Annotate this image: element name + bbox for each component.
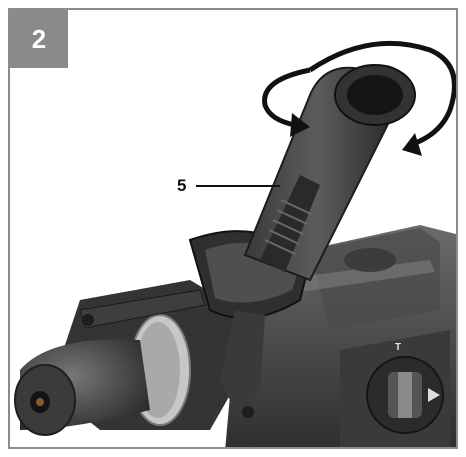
auxiliary-handle: [243, 64, 416, 282]
switch-marking: T: [395, 342, 401, 353]
depth-stop-rod: [79, 289, 206, 329]
drill-chuck: [14, 280, 250, 436]
side-handle-clamp: [188, 230, 312, 418]
rotate-arrow-right-icon: [308, 40, 456, 156]
rotate-arrow-left-icon: [262, 67, 311, 137]
hammer-drill-illustration: T: [14, 40, 456, 447]
callout-leader-line: [196, 185, 280, 187]
callout-label-5: 5: [177, 176, 187, 195]
mode-selector-switch: T: [366, 342, 444, 434]
step-number-badge: 2: [10, 10, 68, 68]
step-number: 2: [31, 23, 47, 54]
figure-frame: 2: [8, 8, 458, 449]
